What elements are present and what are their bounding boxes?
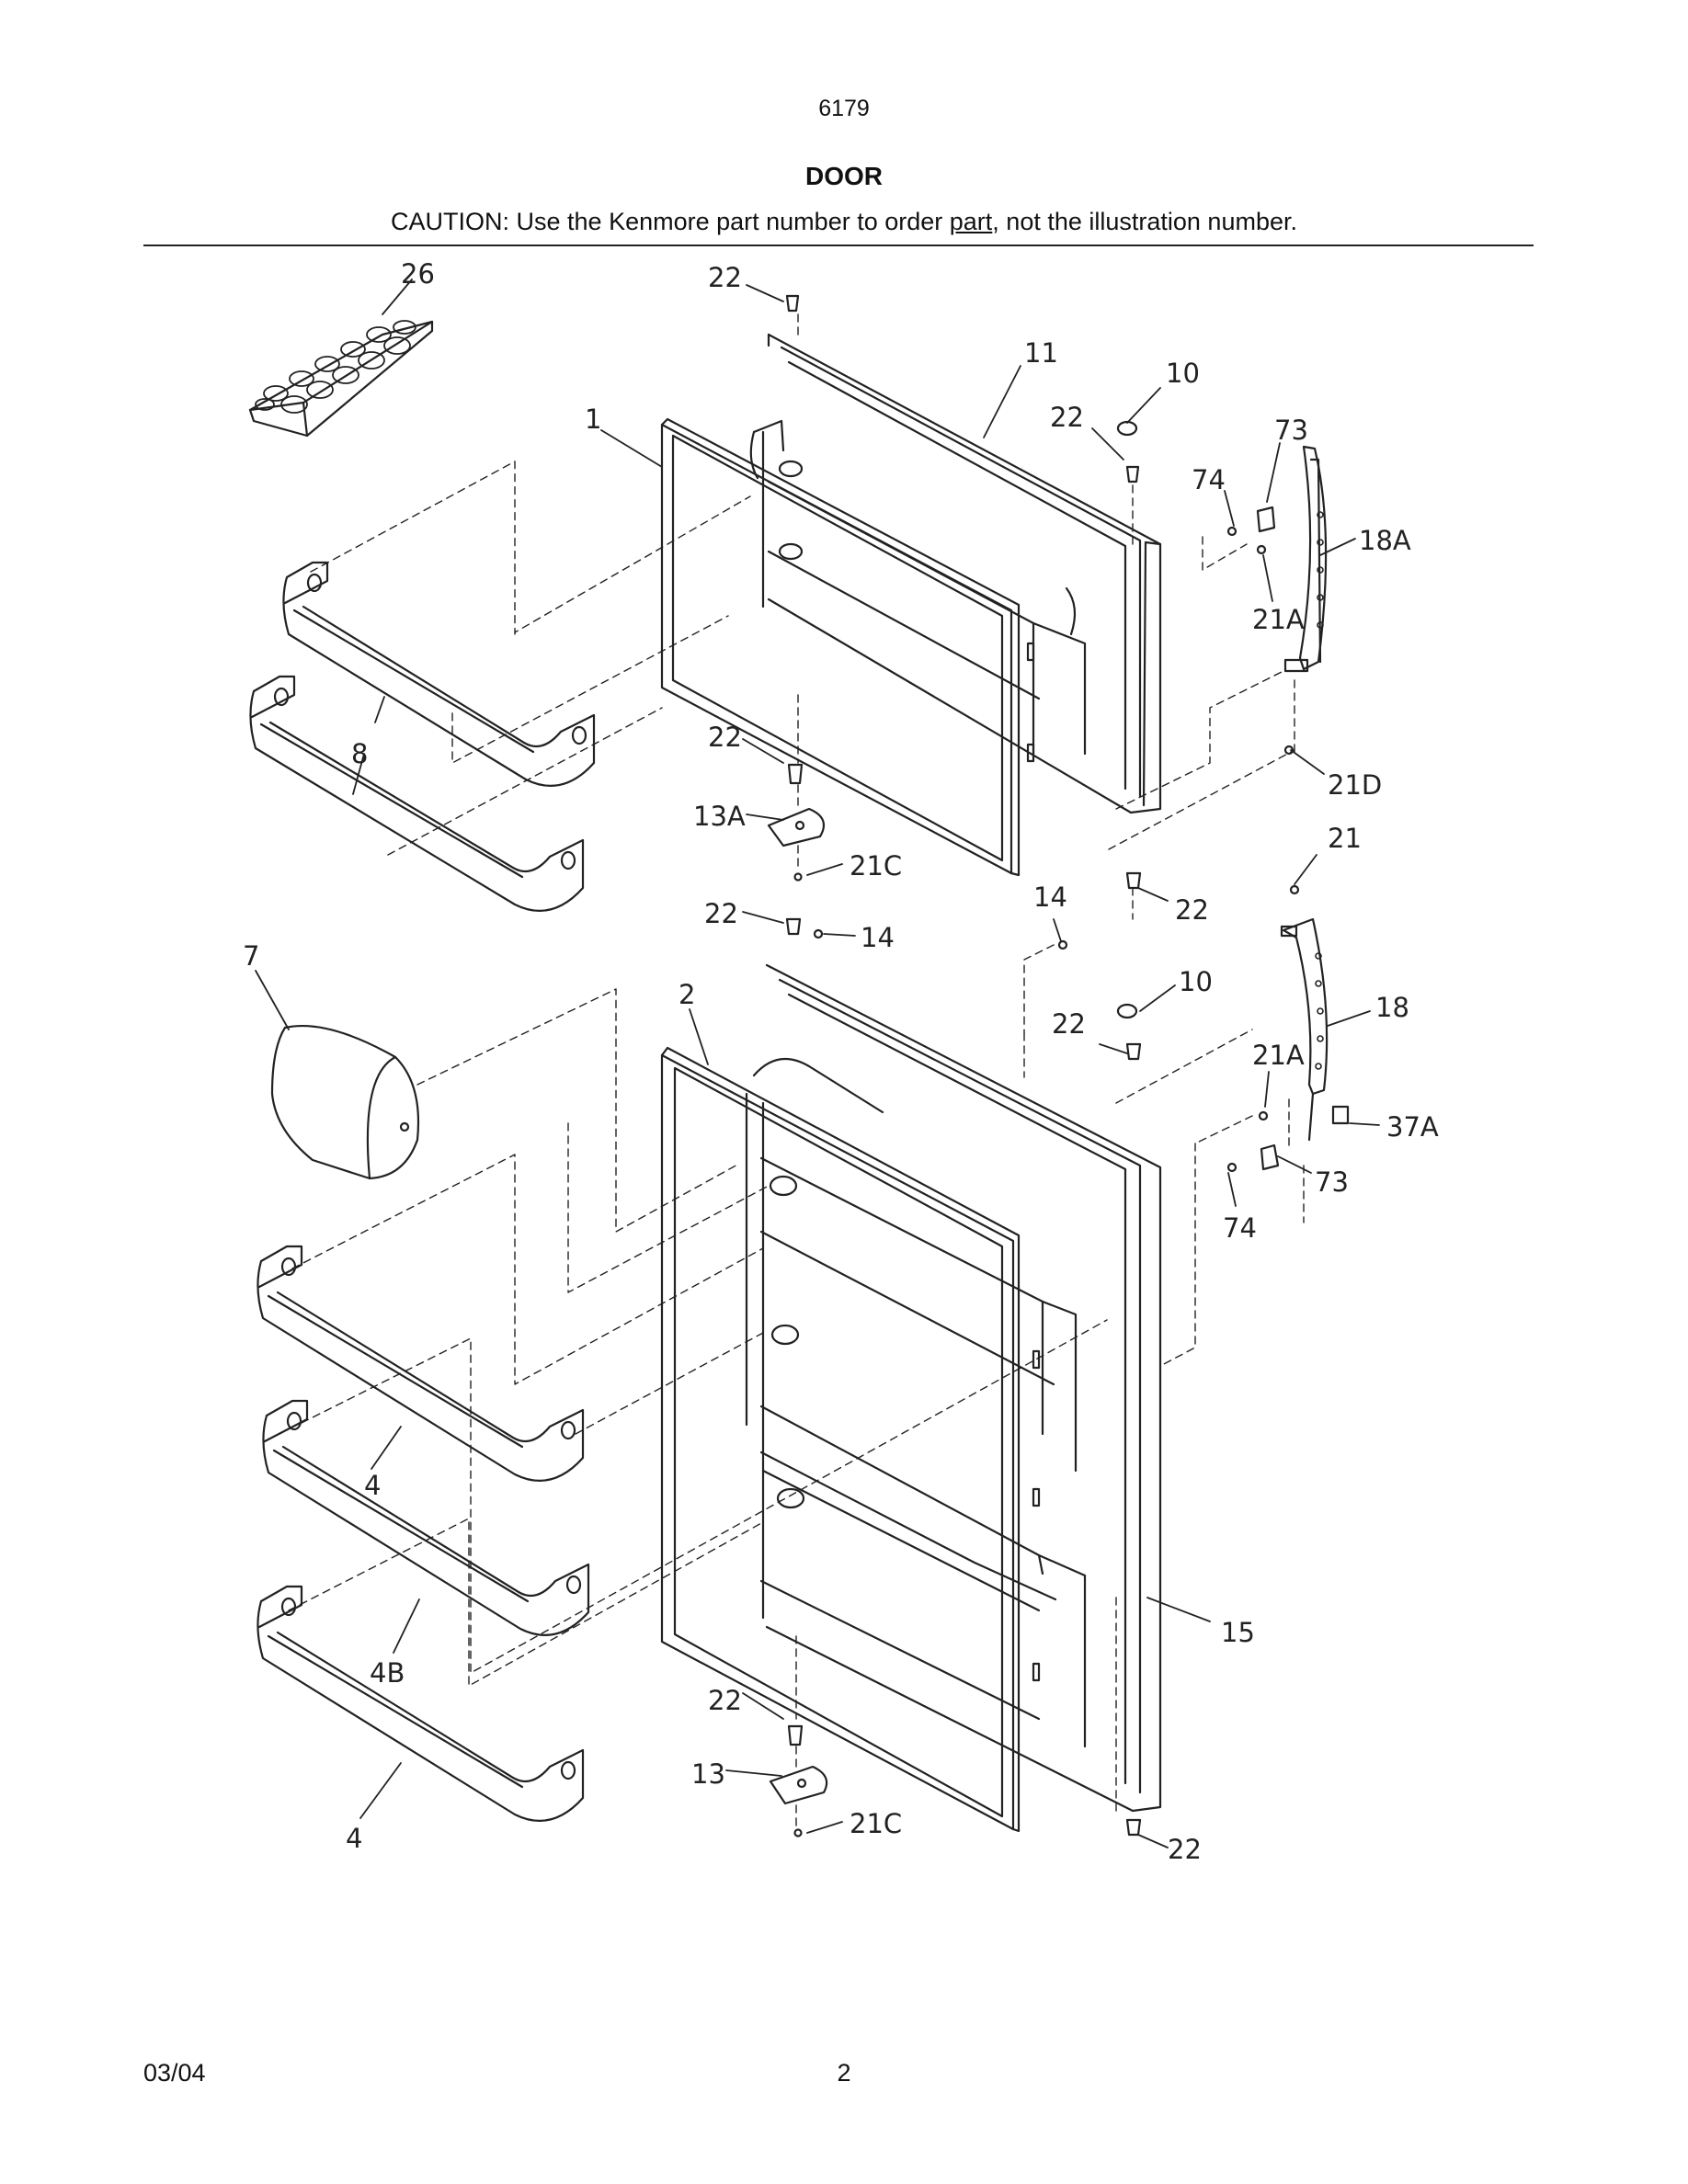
freezer-door-gasket bbox=[660, 417, 1021, 877]
callout-73-lower: 73 bbox=[1315, 1166, 1349, 1198]
callout-8: 8 bbox=[351, 738, 368, 769]
freezer-door-shelf-bottom bbox=[249, 675, 585, 912]
freezer-door-handle bbox=[1283, 445, 1328, 673]
callout-1: 1 bbox=[585, 404, 601, 435]
callout-21C-upper: 21C bbox=[850, 850, 902, 882]
callout-18: 18 bbox=[1375, 992, 1409, 1023]
callout-7: 7 bbox=[243, 940, 259, 972]
callout-4-upper: 4 bbox=[364, 1470, 381, 1501]
model-number: 6179 bbox=[818, 96, 870, 121]
callout-10-upper: 10 bbox=[1166, 358, 1200, 389]
callout-labels: 26 22 11 10 22 73 74 18A 21A 1 8 22 13A … bbox=[243, 258, 1439, 1865]
callout-73-upper: 73 bbox=[1274, 415, 1308, 446]
fresh-food-door-bin-3 bbox=[257, 1585, 585, 1822]
caution-suffix: , not the illustration number. bbox=[992, 208, 1297, 235]
egg-tray bbox=[248, 320, 434, 438]
caution-underlined-word: part bbox=[949, 208, 993, 235]
callout-22-mid-right: 22 bbox=[1175, 894, 1209, 926]
callout-13: 13 bbox=[691, 1758, 725, 1790]
fresh-food-door-gasket bbox=[660, 1046, 1021, 1833]
callout-15: 15 bbox=[1221, 1617, 1255, 1648]
caution-prefix: CAUTION: Use the Kenmore part number to … bbox=[391, 208, 950, 235]
callout-22-bottom-left: 22 bbox=[708, 1685, 742, 1716]
callout-22-top: 22 bbox=[708, 262, 742, 293]
fresh-food-door-outer bbox=[745, 963, 1162, 1813]
callout-13A: 13A bbox=[693, 801, 746, 832]
hinge-plates bbox=[767, 807, 828, 1805]
page-number: 2 bbox=[837, 2059, 851, 2087]
assembly-dashed-lines bbox=[288, 313, 1305, 1830]
fresh-food-door-bin-1 bbox=[257, 1245, 585, 1482]
freezer-door-outer bbox=[749, 333, 1162, 814]
callout-21C-lower: 21C bbox=[850, 1808, 902, 1839]
callout-22-bottom-right: 22 bbox=[1168, 1834, 1202, 1865]
caution-note: CAUTION: Use the Kenmore part number to … bbox=[0, 208, 1688, 236]
fresh-food-door-handle bbox=[1280, 917, 1329, 1142]
callout-37A: 37A bbox=[1386, 1111, 1439, 1143]
screws bbox=[793, 506, 1350, 1837]
callout-22-mid-left: 22 bbox=[708, 722, 742, 753]
freezer-door-shelf-top bbox=[282, 561, 596, 787]
callout-14-left: 14 bbox=[861, 922, 895, 953]
leader-lines bbox=[255, 279, 1380, 1848]
callout-21A-upper: 21A bbox=[1252, 604, 1305, 635]
callout-21A-lower: 21A bbox=[1252, 1040, 1305, 1071]
callout-22-upper-right: 22 bbox=[1050, 402, 1084, 433]
callout-74-upper: 74 bbox=[1192, 464, 1226, 495]
callout-26: 26 bbox=[401, 258, 435, 290]
callout-14-right: 14 bbox=[1033, 882, 1067, 913]
callout-4B: 4B bbox=[370, 1657, 405, 1689]
header-rule bbox=[143, 245, 1534, 246]
callout-21: 21 bbox=[1328, 823, 1362, 854]
callout-22-lower-right: 22 bbox=[1052, 1008, 1086, 1040]
fresh-food-door-bin-2 bbox=[262, 1399, 590, 1636]
callout-21D: 21D bbox=[1328, 769, 1382, 801]
callout-4-lower: 4 bbox=[346, 1823, 362, 1854]
callout-22-lower-top: 22 bbox=[704, 898, 738, 929]
revision-date: 03/04 bbox=[143, 2059, 206, 2087]
callout-74-lower: 74 bbox=[1223, 1212, 1257, 1244]
section-title: DOOR bbox=[805, 162, 883, 190]
callout-18A: 18A bbox=[1359, 525, 1411, 556]
callout-2: 2 bbox=[679, 979, 695, 1010]
callout-11: 11 bbox=[1024, 337, 1058, 369]
callout-10-lower: 10 bbox=[1179, 966, 1213, 997]
dairy-compartment bbox=[270, 1025, 420, 1180]
